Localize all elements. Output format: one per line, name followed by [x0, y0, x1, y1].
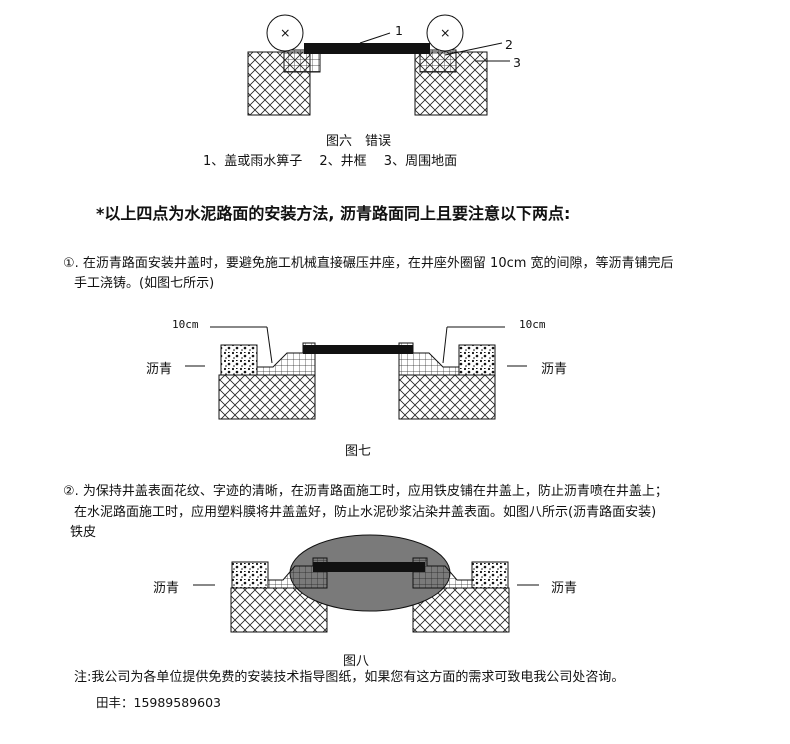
figure-8-diagram — [193, 534, 539, 633]
asphalt-label-left: 沥青 — [153, 581, 180, 596]
manhole-cover — [303, 345, 413, 354]
callout-3: 3 — [513, 55, 521, 70]
figure-7-diagram — [185, 326, 527, 420]
wheel-left — [266, 14, 304, 52]
asphalt-label-right: 沥青 — [541, 362, 568, 377]
gap-label-right: 10cm — [519, 318, 546, 331]
asphalt-block-right — [458, 344, 496, 376]
gap-label-left: 10cm — [172, 318, 199, 331]
asphalt-label-right: 沥青 — [551, 581, 578, 596]
ground-right — [398, 374, 496, 420]
callout-1: 1 — [395, 23, 403, 38]
asphalt-block-left — [220, 344, 258, 376]
callout-line-2 — [444, 42, 503, 56]
figure-6-caption: 图六 错误 — [326, 134, 392, 149]
point-2-line-2: 在水泥路面施工时，应用塑料膜将井盖盖好，防止水泥砂浆沾染井盖表面。如图八所示(沥… — [74, 505, 657, 520]
point-1-line-1: ①. 在沥青路面安装井盖时，要避免施工机械直接碾压井座，在井座外圈留 10cm … — [63, 256, 674, 271]
point-2-line-1: ②. 为保持井盖表面花纹、字迹的清晰，在沥青路面施工时，应用铁皮铺在井盖上，防止… — [63, 484, 668, 499]
asphalt-block-left — [231, 561, 269, 589]
figure-7-caption: 图七 — [345, 444, 372, 459]
manhole-cover — [304, 43, 430, 54]
section-heading: *以上四点为水泥路面的安装方法, 沥青路面同上且要注意以下两点: — [96, 204, 571, 223]
figure-6-diagram — [247, 14, 510, 116]
wheel-mark-right: × — [440, 25, 451, 40]
fill-right — [412, 557, 473, 589]
callout-2: 2 — [505, 37, 513, 52]
wheel-mark-left: × — [280, 25, 291, 40]
asphalt-label-left: 沥青 — [146, 362, 173, 377]
asphalt-block-right — [471, 561, 509, 589]
contact-info: 田丰：15989589603 — [96, 695, 221, 710]
point-1-line-2: 手工浇铸。(如图七所示) — [74, 276, 215, 291]
frame-left — [283, 49, 321, 73]
figure-6-legend: 1、盖或雨水箅子 2、井框 3、周围地面 — [203, 154, 458, 169]
point-2-line-3: 铁皮 — [70, 525, 97, 540]
ground-left — [218, 374, 316, 420]
wheel-right — [426, 14, 464, 52]
callout-line-1 — [359, 32, 391, 44]
figure-8-caption: 图八 — [343, 654, 370, 669]
manhole-cover — [313, 562, 425, 572]
footer-note: 注:我公司为各单位提供免费的安装技术指导图纸，如果您有这方面的需求可致电我公司处… — [74, 670, 625, 685]
